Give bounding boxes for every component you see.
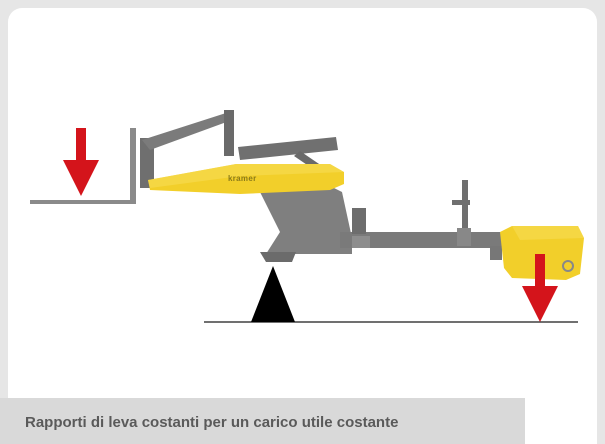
counterweight-hook — [562, 260, 574, 272]
rear-post-arm — [452, 200, 470, 205]
telescopic-boom: kramer — [148, 164, 344, 194]
rear-hitch — [490, 246, 502, 260]
frame-post — [352, 208, 366, 234]
triangle-fulcrum-icon — [251, 266, 295, 322]
frame-bracket — [352, 236, 370, 248]
upper-link-arm — [142, 113, 232, 150]
rear-post — [462, 180, 468, 232]
lever-diagram: kramer — [30, 110, 584, 323]
fork-assembly — [30, 128, 154, 204]
boom-brand-label: kramer — [228, 174, 257, 183]
counterweight — [500, 226, 584, 280]
machine-frame — [258, 180, 510, 262]
fork-carriage-plate — [140, 138, 154, 188]
upper-link-bracket — [224, 110, 234, 156]
down-arrow-icon — [63, 128, 99, 196]
fork-carriage-back — [130, 128, 136, 204]
caption-bar — [0, 398, 525, 444]
fork-tine — [30, 200, 134, 204]
rear-post-block — [457, 228, 471, 246]
diagram-caption: Rapporti di leva costanti per un carico … — [25, 414, 399, 431]
pivot-mount — [260, 252, 296, 262]
down-arrow-icon — [522, 254, 558, 322]
frame-body — [258, 182, 352, 254]
